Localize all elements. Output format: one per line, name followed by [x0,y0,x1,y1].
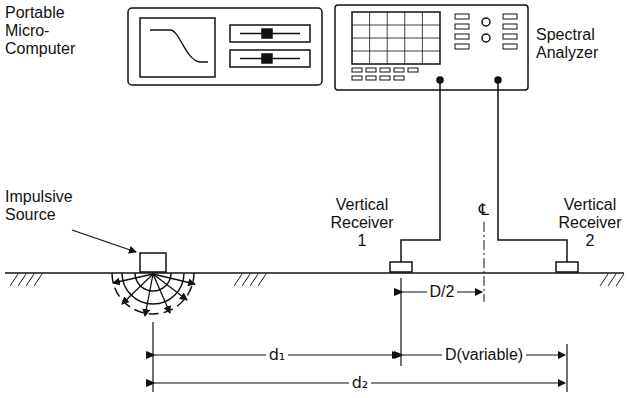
dimension-lines [153,278,567,392]
dimension-label: D/2 [427,283,458,301]
receiver-label: Vertical Receiver 1 [326,196,398,250]
device-label: Spectral Analyzer [536,26,624,62]
dimension-label: D(variable) [442,346,526,364]
dimension-label: d₂ [349,374,372,392]
dimension-label: d₁ [266,346,289,364]
spectral-analyzer [335,5,528,90]
centerline-symbol: ℄ [479,201,489,219]
source-label: Impulsive Source [5,188,87,224]
micro-computer [128,8,322,85]
device-label: Portable Micro-Computer [5,4,97,58]
receiver-label: Vertical Receiver 2 [554,196,626,250]
centerline [484,222,485,302]
impulsive-source [72,230,195,316]
ground-surface [5,273,624,286]
